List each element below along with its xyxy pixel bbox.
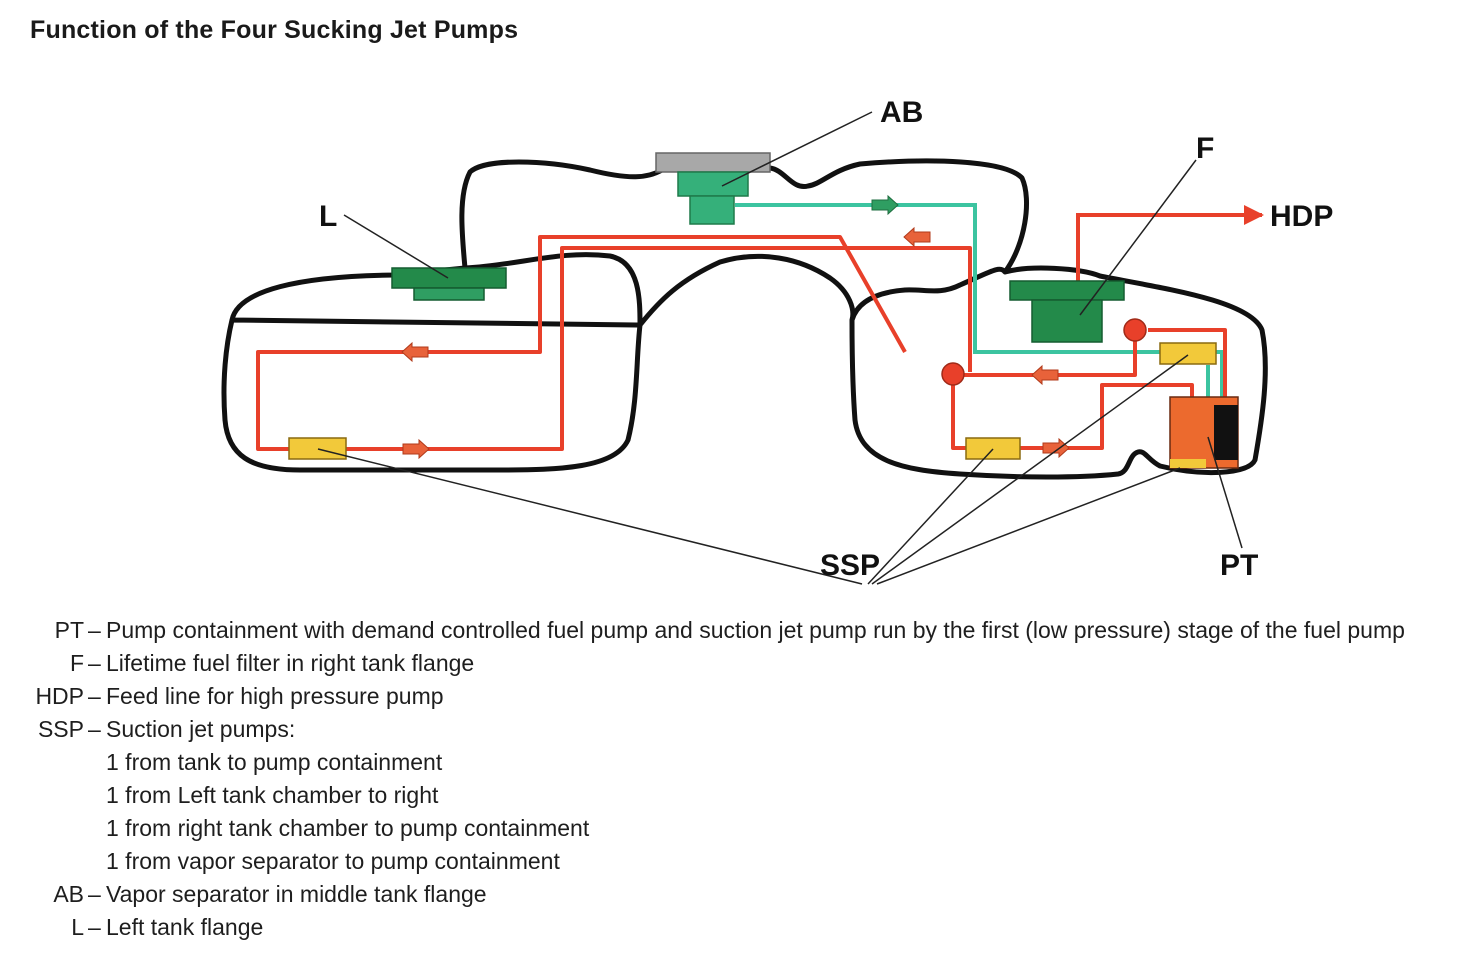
fuel-lines (256, 235, 1227, 451)
legend-text: Feed line for high pressure pump (106, 683, 444, 709)
hdp-feed-line (1076, 205, 1264, 282)
legend-row-ssp-sub-1: 1 from tank to pump containment (0, 746, 1467, 779)
callout-f: F (1196, 132, 1214, 165)
fuel-tank-diagram: AB F L HDP SSP PT (221, 96, 1333, 585)
tank-outline (221, 158, 1268, 480)
legend-abbr: HDP (35, 683, 84, 709)
legend-text: Lifetime fuel filter in right tank flang… (106, 650, 475, 676)
legend: PT – Pump containment with demand contro… (0, 614, 1467, 944)
legend-subitem: 1 from Left tank chamber to right (106, 782, 439, 808)
flow-arrow-left-bottom (402, 438, 430, 460)
legend-subitem: 1 from right tank chamber to pump contai… (106, 815, 590, 841)
legend-dash: – (88, 683, 101, 709)
leader-lines (317, 111, 1243, 585)
junction-right (1123, 318, 1147, 342)
legend-text: Pump containment with demand controlled … (106, 617, 1405, 643)
legend-dash: – (88, 914, 101, 940)
pump-containment-pt (1169, 396, 1239, 469)
diagram-title: Function of the Four Sucking Jet Pumps (30, 16, 519, 44)
legend-row-ssp-sub-3: 1 from right tank chamber to pump contai… (0, 812, 1467, 845)
flow-arrow-left-top (401, 341, 429, 363)
flow-arrow-upper (903, 226, 931, 248)
callout-pt: PT (1220, 549, 1258, 582)
legend-abbr: L (71, 914, 84, 940)
legend-subitem: 1 from vapor separator to pump containme… (106, 848, 560, 874)
legend-abbr: SSP (37, 716, 84, 742)
legend-row-pt: PT – Pump containment with demand contro… (0, 614, 1467, 647)
suction-jet-pump-right-bottom (965, 437, 1021, 460)
legend-subitem: 1 from tank to pump containment (106, 749, 443, 775)
legend-abbr: F (69, 650, 84, 676)
left-tank-flange-l (391, 267, 507, 301)
flow-arrows (401, 194, 1070, 460)
legend-dash: – (88, 650, 101, 676)
legend-row-ssp-sub-4: 1 from vapor separator to pump containme… (0, 845, 1467, 878)
legend-text: Left tank flange (106, 914, 264, 940)
callout-ab: AB (880, 96, 923, 129)
legend-row-ssp-sub-2: 1 from Left tank chamber to right (0, 779, 1467, 812)
legend-text: Vapor separator in middle tank flange (106, 881, 487, 907)
vapor-separator-ab (655, 152, 771, 225)
suction-jet-pump-left (288, 437, 347, 460)
legend-dash: – (88, 716, 101, 742)
flow-arrow-right-mid (1031, 364, 1059, 386)
callout-l: L (319, 200, 337, 233)
legend-abbr: PT (54, 617, 84, 643)
callout-hdp: HDP (1270, 200, 1333, 233)
flow-arrow-vapor (871, 194, 899, 216)
junction-left (941, 362, 965, 386)
legend-row-ab: AB – Vapor separator in middle tank flan… (0, 878, 1467, 911)
legend-row-ssp: SSP – Suction jet pumps: (0, 713, 1467, 746)
right-tank-flange-f (1009, 280, 1125, 343)
flow-arrow-right-bottom (1042, 437, 1070, 459)
legend-dash: – (88, 617, 101, 643)
legend-text: Suction jet pumps: (106, 716, 296, 742)
suction-jet-pump-right-top (1159, 342, 1217, 365)
vapor-line (735, 203, 1224, 398)
legend-row-f: F – Lifetime fuel filter in right tank f… (0, 647, 1467, 680)
legend-row-l: L – Left tank flange (0, 911, 1467, 944)
callout-ssp: SSP (820, 549, 880, 582)
legend-abbr: AB (53, 881, 84, 907)
legend-dash: – (88, 881, 101, 907)
legend-row-hdp: HDP – Feed line for high pressure pump (0, 680, 1467, 713)
